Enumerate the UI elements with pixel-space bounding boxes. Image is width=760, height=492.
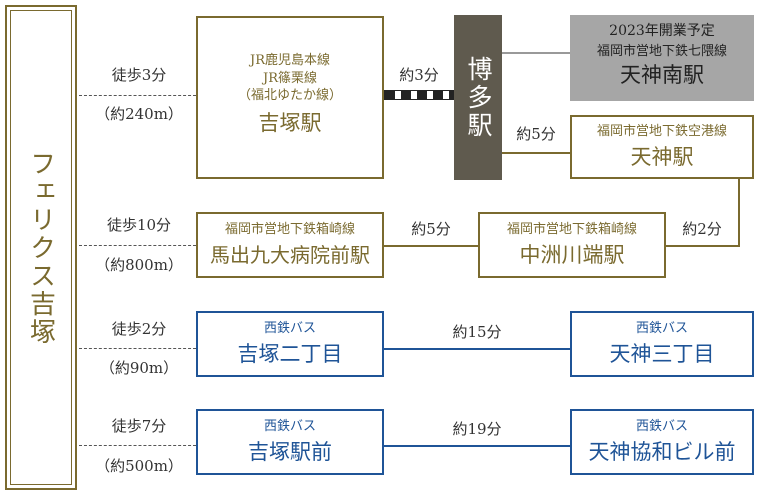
yoshizuka-line-3: （福北ゆたか線） [237, 88, 342, 104]
connector-nakasu-tenjin-v [738, 179, 740, 246]
nakasu-station-box: 福岡市営地下鉄箱崎線 中洲川端駅 [478, 212, 666, 278]
walk-time-2: 徒歩10分 [106, 216, 172, 234]
bus-stop-tenjin-3chome: 西鉄バス 天神三丁目 [570, 311, 754, 377]
maidashi-station-name: 馬出九大病院前駅 [210, 242, 370, 267]
bus1-from-operator: 西鉄バス [263, 321, 316, 336]
walk-distance-1: （約240m） [95, 105, 183, 123]
walk-time-1: 徒歩3分 [111, 66, 167, 84]
bus1-from-name: 吉塚二丁目 [237, 341, 343, 366]
walk-time-4: 徒歩7分 [111, 417, 167, 435]
connector-bus1 [384, 348, 570, 350]
walk-connector-2 [79, 245, 196, 246]
yoshizuka-line-2: JR篠栗線 [263, 70, 317, 86]
nakasu-line: 福岡市営地下鉄箱崎線 [506, 222, 637, 237]
tenjin-station-box: 福岡市営地下鉄空港線 天神駅 [570, 115, 754, 179]
bus-stop-tenjin-kyowa: 西鉄バス 天神協和ビル前 [570, 409, 754, 475]
tenjin-minami-name: 天神南駅 [620, 63, 704, 87]
origin-label: フェリクス吉塚 [25, 149, 56, 346]
tenjin-station-name: 天神駅 [630, 144, 694, 169]
tenjin-minami-box: 2023年開業予定 福岡市営地下鉄七隈線 天神南駅 [570, 15, 754, 101]
time-nakasu-tenjin: 約2分 [682, 220, 722, 238]
connector-maidashi-nakasu [384, 245, 478, 247]
walk-connector-1 [79, 95, 196, 96]
rail-track [384, 90, 454, 100]
bus2-from-operator: 西鉄バス [263, 419, 316, 434]
maidashi-station-box: 福岡市営地下鉄箱崎線 馬出九大病院前駅 [196, 212, 384, 278]
time-bus1: 約15分 [452, 323, 502, 341]
yoshizuka-station-box: JR鹿児島本線 JR篠栗線 （福北ゆたか線） 吉塚駅 [196, 16, 384, 179]
maidashi-line: 福岡市営地下鉄箱崎線 [224, 222, 355, 237]
hakata-station-name: 博多駅 [464, 55, 493, 140]
yoshizuka-line-1: JR鹿児島本線 [250, 53, 330, 68]
nakasu-station-name: 中洲川端駅 [519, 242, 625, 267]
connector-hakata-tenjin-minami [502, 52, 570, 54]
time-bus2: 約19分 [452, 420, 502, 438]
connector-nakasu-tenjin-h [666, 245, 740, 247]
walk-time-3: 徒歩2分 [111, 320, 167, 338]
tenjin-minami-note: 2023年開業予定 [609, 23, 715, 39]
walk-distance-2: （約800m） [95, 256, 183, 274]
bus-stop-yoshizuka-2chome: 西鉄バス 吉塚二丁目 [196, 311, 384, 377]
tenjin-minami-line: 福岡市営地下鉄七隈線 [596, 44, 727, 59]
time-yoshizuka-hakata: 約3分 [399, 66, 439, 84]
walk-distance-4: （約500m） [95, 457, 183, 475]
bus1-to-operator: 西鉄バス [635, 321, 688, 336]
walk-connector-4 [79, 445, 196, 446]
time-hakata-tenjin: 約5分 [516, 125, 556, 143]
bus1-to-name: 天神三丁目 [609, 341, 715, 366]
hakata-station-box: 博多駅 [454, 15, 502, 180]
bus-stop-yoshizuka-ekimae: 西鉄バス 吉塚駅前 [196, 409, 384, 475]
tenjin-line: 福岡市営地下鉄空港線 [596, 124, 727, 139]
origin-box: フェリクス吉塚 [5, 5, 77, 490]
bus2-to-operator: 西鉄バス [635, 419, 688, 434]
yoshizuka-station-name: 吉塚駅 [258, 110, 322, 135]
time-maidashi-nakasu: 約5分 [411, 220, 451, 238]
bus2-from-name: 吉塚駅前 [248, 439, 332, 464]
bus2-to-name: 天神協和ビル前 [588, 439, 736, 464]
walk-distance-3: （約90m） [99, 359, 179, 377]
connector-hakata-tenjin [502, 152, 570, 154]
connector-bus2 [384, 445, 570, 447]
walk-connector-3 [79, 348, 196, 349]
